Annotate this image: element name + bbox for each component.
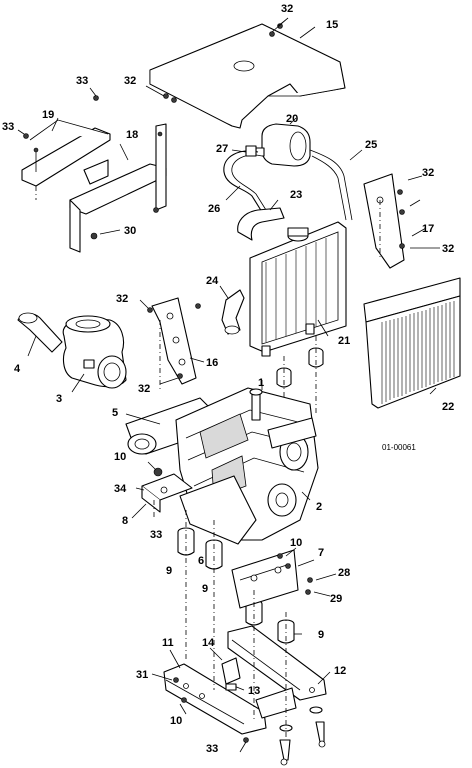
callout-labels: 32 15 33 32 19 33 18 20 27 25 32 23 26 1… (2, 3, 454, 755)
callout-33-left: 33 (2, 121, 14, 133)
callout-3: 3 (56, 393, 62, 405)
callout-24: 24 (206, 275, 219, 287)
radiator (249, 221, 347, 357)
rear-engine-bracket (231, 547, 337, 609)
callout-9-right: 9 (318, 629, 324, 641)
intake-elbow (17, 312, 63, 357)
callout-33-lower: 33 (206, 743, 218, 755)
callout-30: 30 (124, 225, 136, 237)
callout-28: 28 (338, 567, 350, 579)
callout-17: 17 (422, 223, 434, 235)
callout-22: 22 (442, 401, 454, 413)
figure-code: 01-00061 (382, 443, 416, 452)
air-cleaner (62, 315, 127, 393)
callout-32-upper-left: 32 (124, 75, 136, 87)
lower-radiator-hose (219, 285, 245, 335)
callout-32-right-upper: 32 (422, 167, 434, 179)
top-cover-panel (149, 23, 346, 129)
callout-15: 15 (326, 19, 338, 31)
callout-8: 8 (122, 515, 128, 527)
callout-13: 13 (248, 685, 260, 697)
callout-32-mid-left: 32 (116, 293, 128, 305)
engine-assembly (125, 380, 319, 545)
callout-25: 25 (365, 139, 377, 151)
callout-4: 4 (14, 363, 21, 375)
callout-33-mid: 33 (150, 529, 162, 541)
expansion-tank (255, 117, 311, 167)
safety-switch (209, 647, 241, 691)
callout-26: 26 (208, 203, 220, 215)
upper-radiator-hose (237, 199, 285, 241)
callout-10-upper: 10 (114, 451, 126, 463)
callout-10-mid: 10 (290, 537, 302, 549)
left-side-panel (21, 117, 111, 187)
callout-31: 31 (136, 669, 148, 681)
air-cleaner-bracket (139, 297, 205, 385)
callout-18: 18 (126, 129, 138, 141)
overflow-hose (223, 145, 267, 213)
callout-5: 5 (112, 407, 118, 419)
overflow-tube (309, 149, 363, 221)
callout-27: 27 (216, 143, 228, 155)
lower-hardware (151, 673, 326, 766)
callout-33-upper: 33 (76, 75, 88, 87)
callout-14: 14 (202, 637, 215, 649)
callout-2: 2 (316, 501, 322, 513)
callout-16: 16 (206, 357, 218, 369)
callout-32-top: 32 (281, 3, 293, 15)
callout-19: 19 (42, 109, 54, 121)
callout-32-mid: 32 (138, 383, 150, 395)
callout-1: 1 (258, 377, 264, 389)
radiator-side-bracket (363, 173, 440, 269)
callout-9-mid: 9 (202, 583, 208, 595)
callout-7: 7 (318, 547, 324, 559)
callout-6: 6 (198, 555, 204, 567)
top-bolts (17, 17, 289, 139)
callout-21: 21 (338, 335, 350, 347)
callout-9-left: 9 (166, 565, 172, 577)
callout-34: 34 (114, 483, 127, 495)
callout-12: 12 (334, 665, 346, 677)
callout-32-right-lower: 32 (442, 243, 454, 255)
callout-29: 29 (330, 593, 342, 605)
panel-bracket (69, 123, 167, 253)
callout-23: 23 (290, 189, 302, 201)
radiator-screen (363, 277, 461, 409)
assembly-guide-lines (35, 186, 381, 740)
callout-10-lower: 10 (170, 715, 182, 727)
bolt-30 (90, 207, 159, 240)
front-engine-mount (131, 461, 193, 519)
callout-11: 11 (162, 637, 174, 649)
callout-20: 20 (286, 113, 298, 125)
lower-mount-rails (163, 625, 331, 735)
